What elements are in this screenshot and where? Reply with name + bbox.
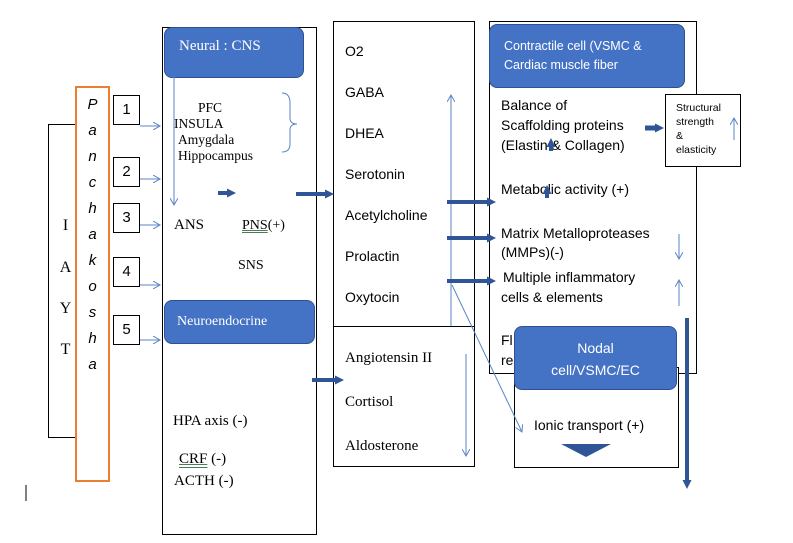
number-box-4: 4	[113, 257, 140, 287]
molecule-prolactin: Prolactin	[345, 248, 400, 264]
panchakosha-letter: P	[87, 96, 98, 113]
acth-label: ACTH (-)	[174, 473, 234, 489]
molecule-o2: O2	[345, 43, 364, 59]
molecule-gaba: GABA	[345, 84, 384, 100]
hormone-aldosterone: Aldosterone	[345, 438, 419, 454]
number-box-1: 1	[113, 95, 140, 125]
panchakosha-letter: h	[88, 200, 97, 217]
nodal-title-2: cell/VSMC/EC	[551, 362, 640, 378]
hpa-axis-label: HPA axis (-)	[173, 413, 248, 429]
structural-line-2: strength	[676, 116, 714, 128]
balance-text: Balance of Scaffolding proteins (Elastin…	[501, 95, 625, 155]
contractile-header: Contractile cell (VSMC & Cardiac muscle …	[489, 24, 685, 88]
ionic-transport-text: Ionic transport (+)	[534, 417, 645, 433]
number-box-3: 3	[113, 203, 140, 233]
hidden-fragment-1: Fl	[501, 332, 513, 348]
structural-line-4: elasticity	[676, 144, 717, 156]
brain-region-insula: INSULA	[174, 116, 224, 131]
panchakosha-letter: n	[88, 148, 97, 165]
balance-line-1: Balance of	[501, 97, 568, 113]
panchakosha-letter: a	[88, 226, 97, 243]
mmp-text: Matrix Metalloproteases (MMPs)(-)	[501, 224, 650, 262]
panchakosha-column: P a n c h a k o s h a	[75, 86, 110, 482]
neural-cns-title: Neural : CNS	[179, 38, 261, 54]
mmp-line-1: Matrix Metalloproteases	[501, 225, 650, 241]
molecule-serotonin: Serotonin	[345, 166, 405, 182]
molecules-divider	[333, 326, 475, 327]
panchakosha-letter: s	[88, 304, 97, 321]
balance-line-2: Scaffolding proteins	[501, 117, 624, 133]
panchakosha-letter: c	[88, 174, 97, 191]
structural-line-3: &	[676, 130, 684, 142]
brain-regions: PFC INSULA Amygdala Hippocampus	[174, 100, 253, 164]
crf-sign: (-)	[207, 451, 227, 467]
number-box-2: 2	[113, 157, 140, 187]
sns-label: SNS	[238, 258, 264, 273]
panchakosha-letter: a	[88, 356, 97, 373]
nodal-title-1: Nodal	[577, 340, 614, 356]
nodal-header: Nodal cell/VSMC/EC	[514, 326, 677, 390]
panchakosha-letter: o	[88, 278, 97, 295]
molecule-list: O2 GABA DHEA Serotonin Acetylcholine Pro…	[345, 31, 428, 318]
crf-text: CRF	[179, 451, 208, 467]
contractile-title-2: Cardiac muscle fiber	[504, 58, 618, 72]
neural-cns-header: Neural : CNS	[164, 27, 304, 78]
molecule-dhea: DHEA	[345, 125, 384, 141]
iayt-letter: Y	[59, 300, 72, 317]
hormone-list: Angiotensin II Cortisol Aldosterone	[345, 336, 432, 468]
contractile-title-1: Contractile cell (VSMC &	[504, 39, 642, 53]
inflammatory-line-1: Multiple inflammatory	[503, 269, 636, 285]
pns-text: PNS	[242, 218, 268, 233]
ans-label: ANS	[174, 217, 205, 233]
brain-region-pfc: PFC	[198, 100, 223, 115]
hormone-cortisol: Cortisol	[345, 394, 394, 410]
mmp-line-2: (MMPs)(-)	[501, 244, 564, 260]
hidden-fragment-2: re	[501, 352, 514, 368]
panchakosha-letter: h	[88, 330, 97, 347]
panchakosha-letter: a	[88, 122, 97, 139]
structural-line-1: Structural	[676, 102, 721, 114]
structural-box: Structural strength & elasticity	[665, 94, 741, 167]
pns-sign: (+)	[267, 218, 285, 233]
brain-region-amygdala: Amygdala	[178, 132, 235, 147]
molecule-acetylcholine: Acetylcholine	[345, 207, 428, 223]
neuroendocrine-title: Neuroendocrine	[177, 314, 268, 329]
hidden-fragment: Fl re	[501, 330, 513, 370]
hormone-angiotensin: Angiotensin II	[345, 350, 433, 366]
molecule-oxytocin: Oxytocin	[345, 289, 400, 305]
number-box-5: 5	[113, 315, 140, 345]
pns-label: PNS(+)	[242, 218, 285, 234]
iayt-letter: A	[59, 259, 72, 276]
balance-line-3: (Elastin & Collagen)	[501, 137, 625, 153]
panchakosha-letter: k	[88, 252, 97, 269]
inflammatory-text: Multiple inflammatory cells & elements	[501, 267, 636, 307]
metabolic-text: Metabolic activity (+)	[501, 181, 629, 197]
inflammatory-line-2: cells & elements	[501, 289, 603, 305]
iayt-letter: T	[60, 341, 71, 358]
brain-region-hippocampus: Hippocampus	[178, 148, 253, 163]
iayt-letter: I	[62, 217, 69, 234]
neuroendocrine-header: Neuroendocrine	[164, 300, 315, 344]
crf-label: CRF (-)	[179, 451, 226, 468]
